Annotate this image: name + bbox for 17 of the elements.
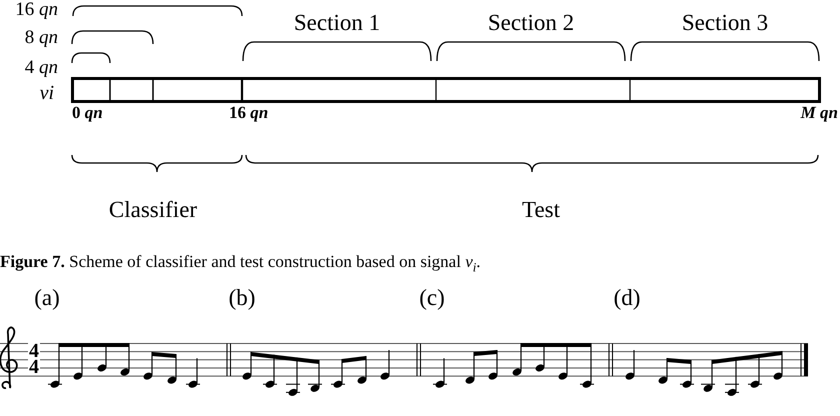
- panel-label: (d): [612, 285, 642, 312]
- span-label: 16 qn: [14, 0, 58, 21]
- panel-label: (b): [228, 285, 256, 312]
- panel-label: (a): [33, 285, 61, 312]
- span-label: 4 qn: [24, 57, 58, 79]
- figure-caption: Figure 7. Scheme of classifier and test construction based on signal v$_{i}$.: [0, 252, 481, 272]
- position-label: 0 qn: [72, 103, 104, 123]
- group-label: Classifier: [108, 197, 198, 224]
- section-label: Section 3: [680, 10, 770, 36]
- section-label: Section 1: [292, 10, 382, 36]
- position-label: M qn: [800, 103, 838, 123]
- signal-label: vi: [38, 82, 54, 105]
- span-label: 8 qn: [24, 27, 58, 49]
- panel-label: (c): [418, 285, 446, 312]
- group-label: Test: [521, 197, 561, 224]
- section-label: Section 2: [486, 10, 576, 36]
- position-label: 16 qn: [229, 103, 270, 123]
